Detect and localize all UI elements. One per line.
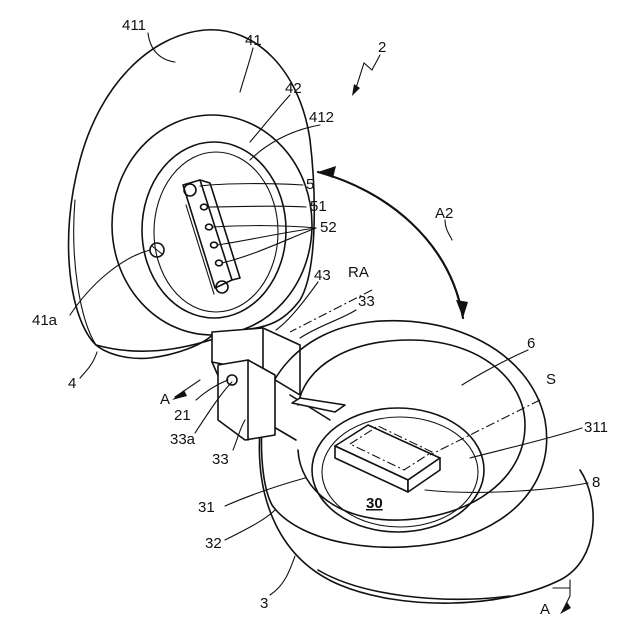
base-rim-outer: [261, 321, 546, 548]
label-30: 30: [366, 495, 383, 512]
section-arrow-left-head: [172, 390, 187, 400]
leader-411: [148, 33, 175, 62]
leader-33top: [300, 310, 356, 338]
leader-2-head: [352, 84, 360, 96]
label-52: 52: [320, 219, 337, 236]
label-A-right: A: [540, 601, 550, 618]
leader-32: [225, 510, 275, 540]
label-411: 411: [122, 17, 146, 34]
leader-2: [356, 55, 380, 88]
leader-5: [200, 184, 303, 186]
label-S: S: [546, 371, 556, 388]
label-32: 32: [205, 535, 222, 552]
leader-52b: [217, 228, 316, 245]
leader-51: [208, 206, 306, 207]
label-412: 412: [309, 109, 334, 126]
label-6: 6: [527, 335, 535, 352]
arrow-A2-curve: [318, 172, 463, 318]
label-51: 51: [310, 198, 327, 215]
base-plate: [292, 398, 345, 412]
lid-rim: [96, 332, 215, 358]
label-41a: 41a: [32, 312, 58, 329]
label-8: 8: [592, 474, 600, 491]
label-2: 2: [378, 39, 386, 56]
label-A2: A2: [435, 205, 453, 222]
label-RA: RA: [348, 264, 369, 281]
label-41: 41: [245, 32, 262, 49]
label-311: 311: [584, 419, 608, 436]
leader-43: [276, 282, 318, 330]
leader-4: [80, 352, 97, 378]
leader-3: [270, 556, 295, 595]
leader-41a: [70, 250, 150, 315]
hole-41a-mark: [152, 246, 162, 254]
rotation-arrow-A2: [318, 166, 468, 318]
label-5: 5: [306, 176, 314, 193]
leader-41: [240, 48, 253, 92]
label-33: 33: [212, 451, 229, 468]
lid-4: [69, 30, 315, 395]
label-3: 3: [260, 595, 268, 612]
arrow-A2-head-bottom: [456, 300, 468, 318]
lid-rim-inner: [74, 200, 96, 345]
reference-labels: 2 411 41 42 412 5 51 52 A2 41a 43 RA 33 …: [32, 17, 608, 618]
label-42: 42: [285, 80, 302, 97]
label-21: 21: [174, 407, 191, 424]
label-33a: 33a: [170, 431, 196, 448]
leader-8: [425, 483, 588, 492]
arrow-A2-head-top: [318, 166, 336, 178]
leader-52a: [212, 226, 316, 228]
leader-A2: [445, 220, 452, 240]
label-4: 4: [68, 375, 76, 392]
leader-311: [470, 428, 582, 458]
label-43: 43: [314, 267, 331, 284]
label-31: 31: [198, 499, 215, 516]
label-A-left: A: [160, 391, 170, 408]
label-33-top: 33: [358, 293, 375, 310]
leader-52c: [222, 228, 316, 263]
base-shell-edge: [318, 570, 510, 599]
hinge-post-33: [218, 360, 275, 440]
